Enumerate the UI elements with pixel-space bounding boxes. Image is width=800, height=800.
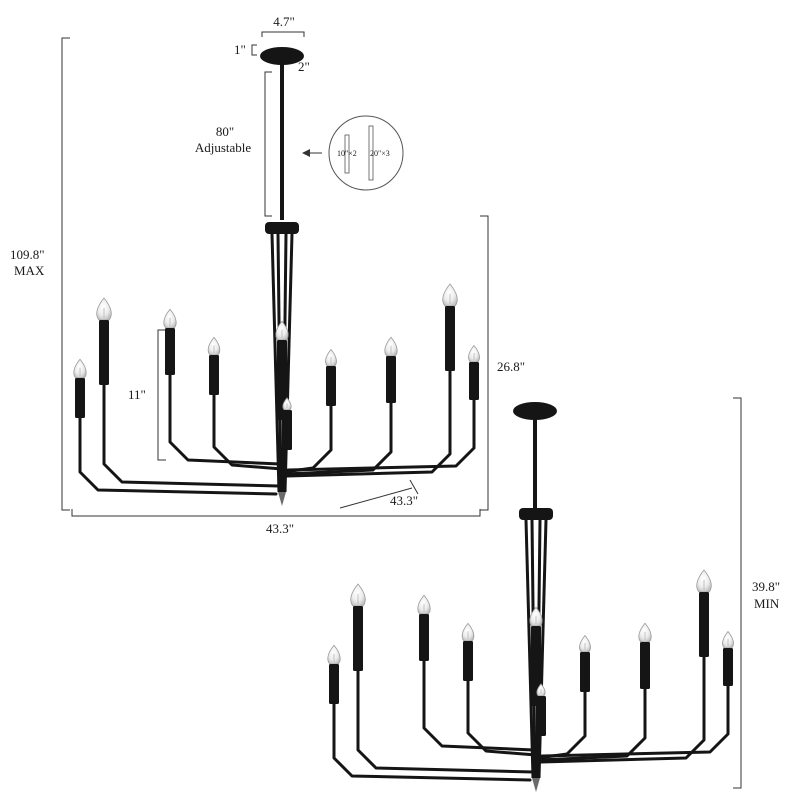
down-rod [533, 417, 537, 509]
rod-long-label: 20"×3 [370, 149, 390, 158]
candle-sleeve [165, 328, 175, 375]
candle-sleeve [419, 614, 429, 661]
candle-sleeve [353, 606, 363, 671]
chandelier-arm [283, 401, 393, 476]
dimension-lines-max [61, 31, 489, 517]
candle-sleeve [699, 592, 709, 657]
candle-sleeve [326, 366, 336, 406]
chandelier-arm [466, 679, 538, 757]
chandelier-arm [168, 373, 282, 466]
chandelier-arm [285, 369, 452, 478]
chandelier-arm [540, 684, 730, 758]
center-hub [265, 222, 299, 234]
canopy-stem-label: 2" [298, 59, 310, 74]
candle-sleeve [386, 356, 396, 403]
canopy-height-label: 1" [234, 42, 246, 57]
chandelier-arm [537, 687, 647, 762]
chandelier-arm [539, 655, 706, 764]
width-label: 43.3" [265, 521, 295, 536]
center-hub [519, 508, 553, 520]
chandelier-min [327, 402, 734, 792]
chandelier-arm [286, 398, 476, 472]
chandelier-arm [356, 669, 535, 774]
candle-sleeve [640, 642, 650, 689]
candle-sleeve [723, 648, 733, 686]
chandelier-max [73, 47, 480, 506]
finial [532, 778, 540, 792]
candle-sleeve [531, 626, 541, 706]
candle-sleeve [329, 664, 339, 704]
candle-sleeve [469, 362, 479, 400]
candle-sleeve [99, 320, 109, 385]
arm-height-label: 11" [128, 387, 146, 402]
finial [278, 492, 286, 506]
candle-sleeve [277, 340, 287, 420]
center-rod [524, 519, 535, 779]
candle-sleeve [445, 306, 455, 371]
candle-sleeve [75, 378, 85, 418]
depth-label: 43.3" [390, 493, 419, 508]
rod-short-label: 10"×2 [337, 149, 357, 158]
chandelier-arm [78, 416, 278, 496]
chandelier-arm [332, 702, 532, 782]
rod-length-label: 80" [215, 124, 235, 139]
rod-adjustable-label: Adjustable [194, 140, 252, 155]
chandelier-arm [212, 393, 284, 471]
total-height-max-label: 109.8" [10, 247, 45, 262]
dimension-lines-min [733, 397, 742, 789]
ceiling-canopy [513, 402, 557, 420]
candle-sleeve [209, 355, 219, 395]
center-rod [270, 233, 281, 493]
candle-sleeve [463, 641, 473, 681]
total-height-min-label: 39.8" [752, 579, 781, 594]
down-rod [280, 62, 284, 220]
canopy-width-label: 4.7" [273, 14, 295, 29]
candle-sleeve [282, 410, 292, 450]
candle-sleeve [580, 652, 590, 692]
chandelier-arm [422, 659, 536, 752]
ceiling-canopy [260, 47, 304, 65]
rod-inset-circle [328, 115, 404, 191]
min-label: MIN [754, 596, 780, 611]
body-height-label: 26.8" [497, 359, 526, 374]
candle-sleeve [536, 696, 546, 736]
max-label: MAX [14, 263, 45, 278]
chandelier-arm [102, 383, 281, 488]
